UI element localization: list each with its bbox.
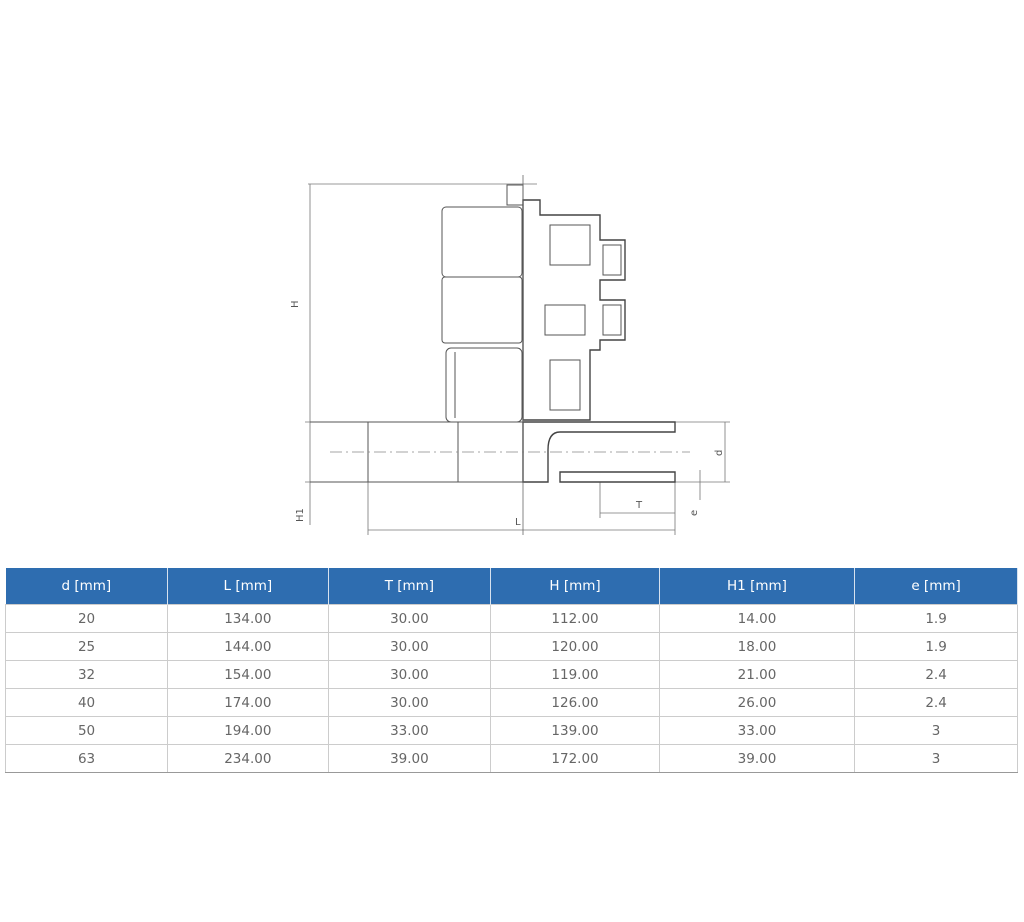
table-cell: 134.00 [167,604,329,633]
table-cell: 39.00 [327,744,492,773]
label-d: d [714,450,725,456]
table-cell: 154.00 [167,660,329,689]
label-H: H [290,300,301,308]
table-cell: 30.00 [327,632,492,661]
table-cell: 144.00 [167,632,329,661]
table-cell: 3 [854,744,1018,773]
table-cell: 33.00 [327,716,492,745]
label-L: L [515,517,521,528]
table-cell: 174.00 [167,688,329,717]
table-cell: 126.00 [490,688,660,717]
table-cell: 25 [4,632,169,661]
table-cell: 63 [4,744,169,773]
label-H1: H1 [295,508,306,522]
column-header: H [mm] [490,568,660,605]
table-cell: 3 [854,716,1018,745]
table-cell: 26.00 [658,688,856,717]
table-cell: 33.00 [658,716,856,745]
dimension-lines [305,183,730,535]
table-cell: 30.00 [327,660,492,689]
table-cell: 139.00 [490,716,660,745]
column-header: d [mm] [5,568,169,605]
table-cell: 20 [4,604,169,633]
table-cell: 2.4 [854,688,1018,717]
table-cell: 18.00 [658,632,856,661]
table-cell: 194.00 [167,716,329,745]
table-cell: 119.00 [490,660,660,689]
table-cell: 30.00 [327,688,492,717]
table-cell: 32 [4,660,169,689]
table-cell: 120.00 [490,632,660,661]
table-header-row: d [mm] L [mm] T [mm] H [mm] H1 [mm] e [m… [5,568,1018,605]
actuator-body [441,184,524,423]
column-header: H1 [mm] [659,568,856,605]
table-cell: 172.00 [490,744,660,773]
table-cell: 234.00 [167,744,329,773]
table-cell: 1.9 [854,604,1018,633]
table-cell: 50 [4,716,169,745]
label-T: T [635,500,643,511]
table-cell: 112.00 [490,604,660,633]
table-cell: 2.4 [854,660,1018,689]
table-cell: 30.00 [327,604,492,633]
valve-technical-drawing: H H1 L T d e [290,175,730,535]
column-header: L [mm] [167,568,329,605]
column-header: e [mm] [854,568,1018,605]
label-e: e [689,510,700,516]
dimensions-table: d [mm] L [mm] T [mm] H [mm] H1 [mm] e [m… [4,568,1018,773]
table-cell: 40 [4,688,169,717]
pipe [310,175,690,535]
valve-section-hatched [522,199,626,421]
table-cell: 21.00 [658,660,856,689]
table-cell: 14.00 [658,604,856,633]
table-cell: 39.00 [658,744,856,773]
table-cell: 1.9 [854,632,1018,661]
column-header: T [mm] [328,568,492,605]
